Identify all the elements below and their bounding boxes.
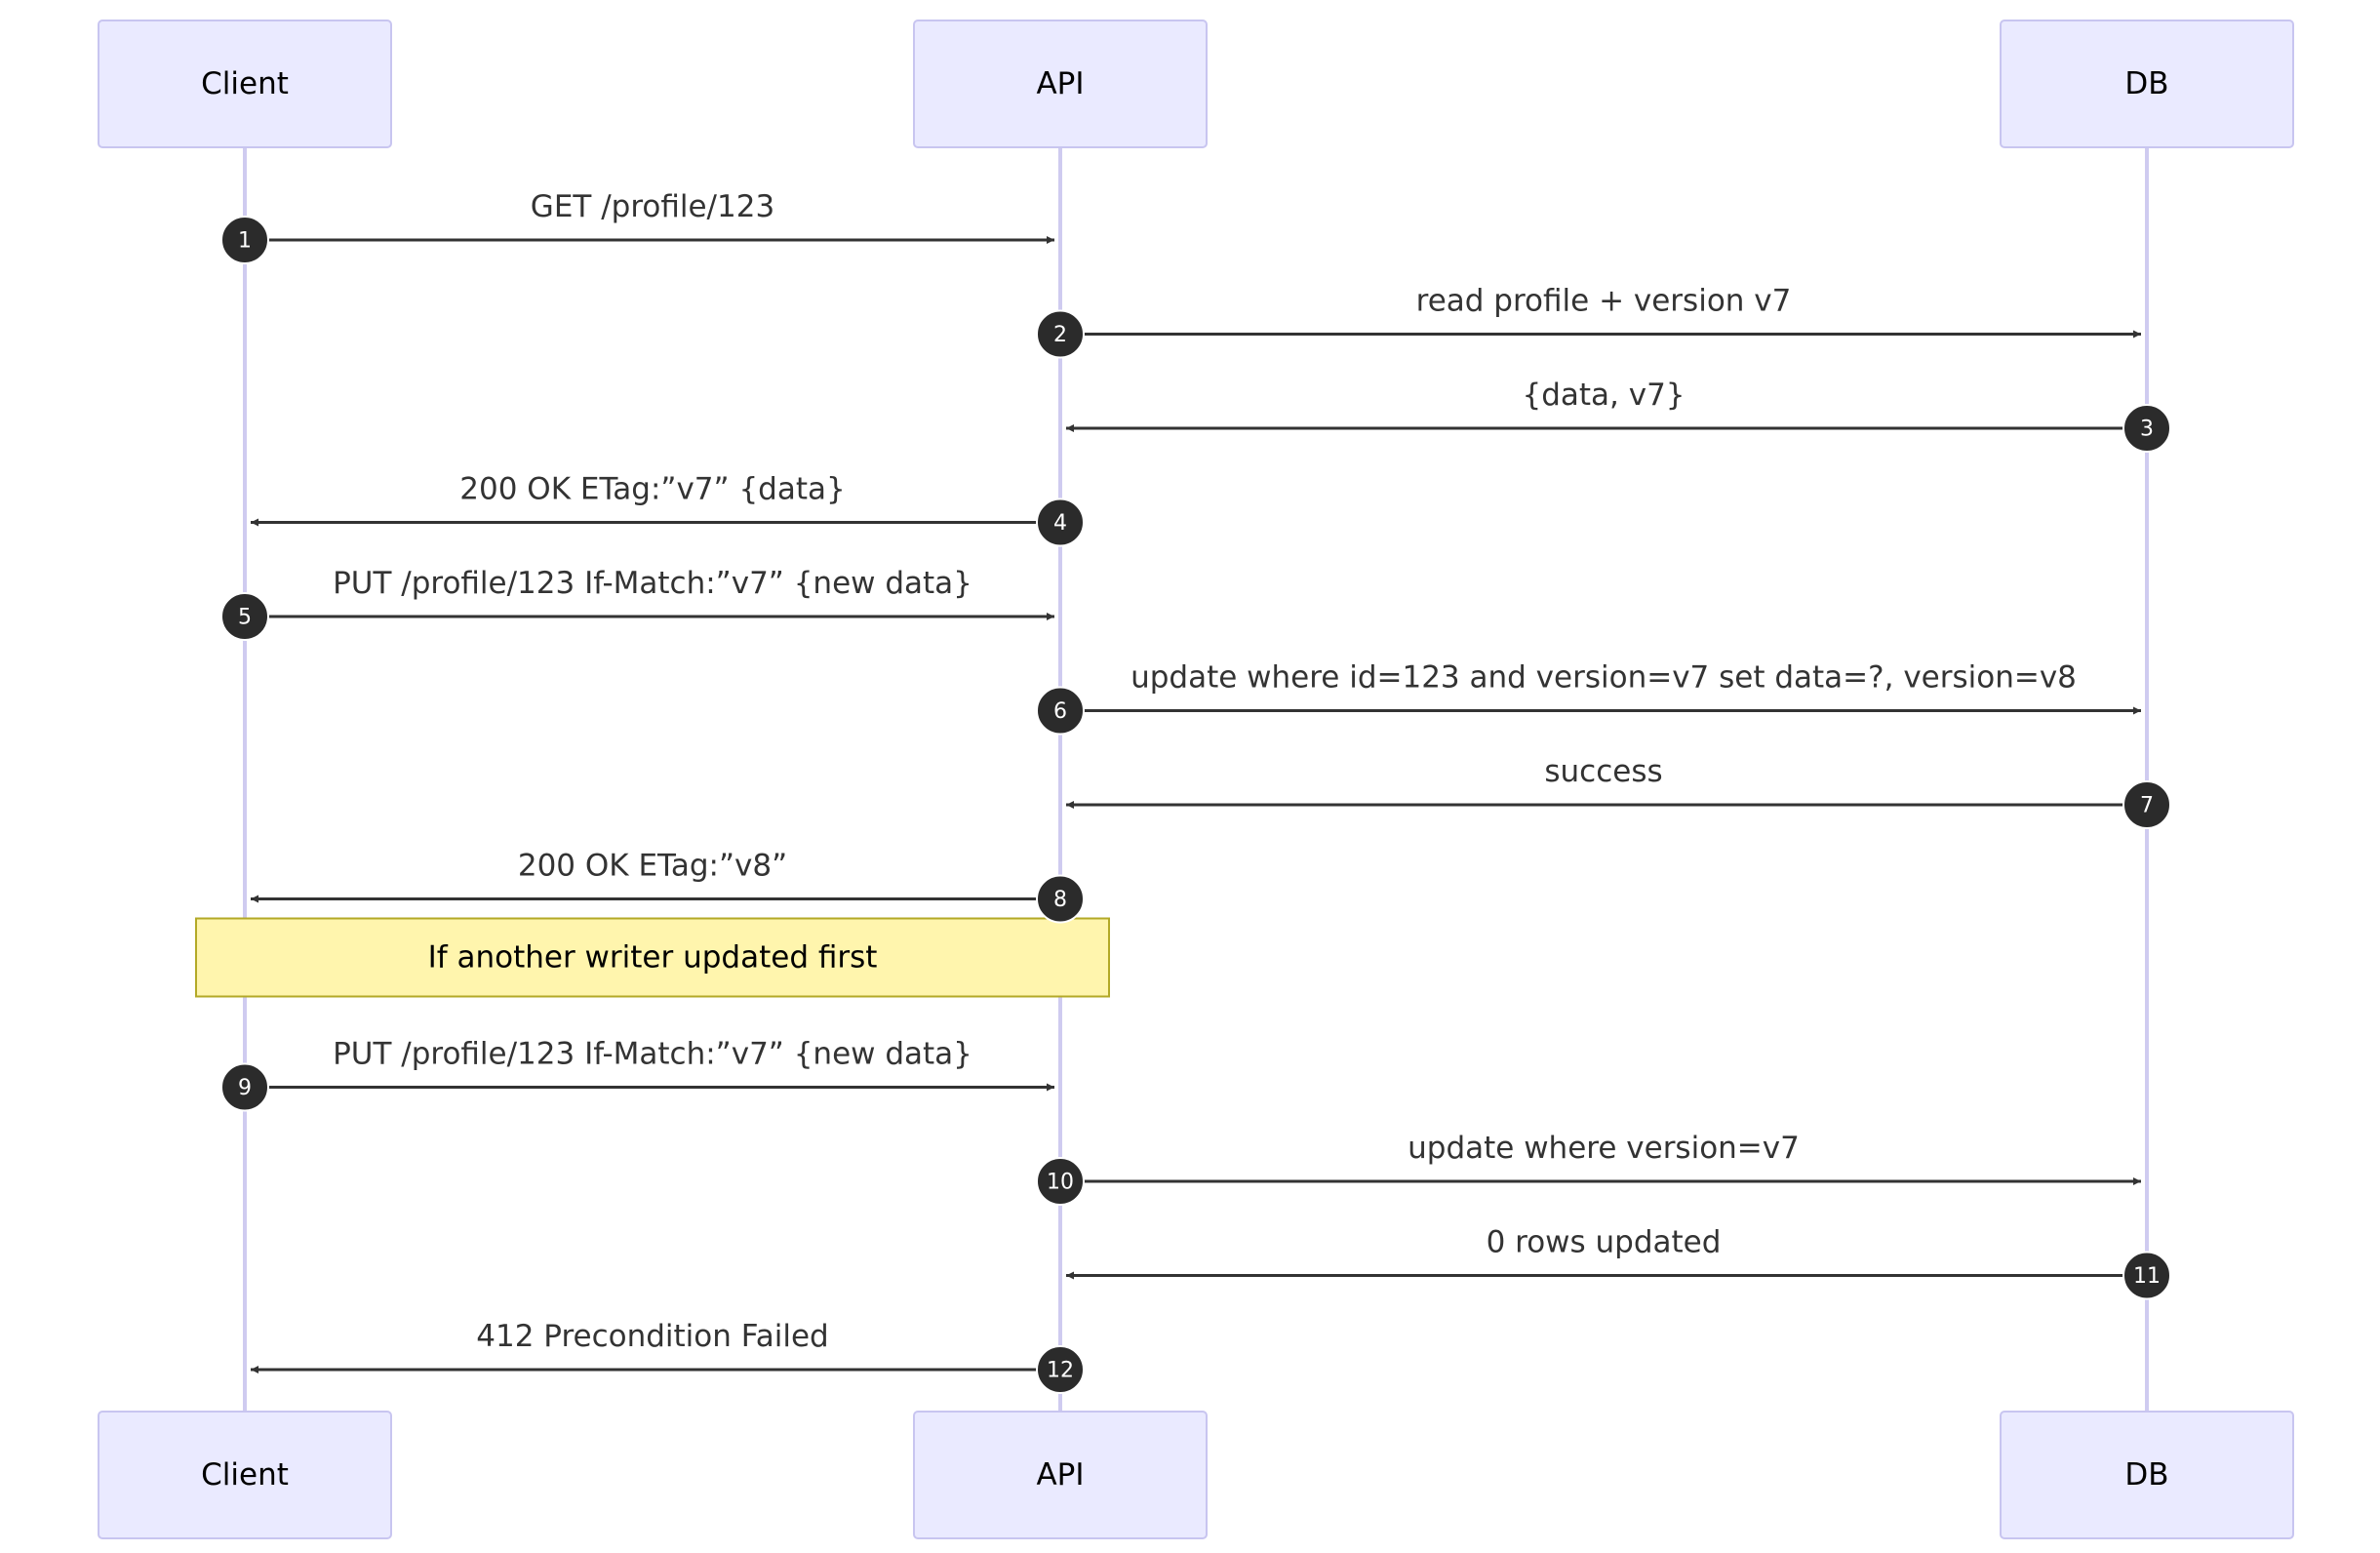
- message-2: read profile + version v7 2: [1036, 284, 2141, 359]
- message-label: update where version=v7: [1408, 1131, 1800, 1166]
- actor-client-top: Client: [98, 20, 392, 148]
- message-label: update where id=123 and version=v7 set d…: [1130, 660, 2077, 696]
- sequence-number-badge: [1036, 309, 1085, 359]
- sequence-number-badge: [1036, 1157, 1085, 1206]
- sequence-number: 6: [1053, 699, 1067, 724]
- sequence-number: 2: [1053, 323, 1067, 347]
- sequence-number: 9: [238, 1076, 252, 1100]
- sequence-number: 4: [1053, 511, 1067, 536]
- message-label: read profile + version v7: [1416, 284, 1792, 319]
- actor-label: API: [1036, 66, 1084, 101]
- message-label: success: [1544, 754, 1662, 789]
- message-label: 200 OK ETag:”v8”: [518, 849, 787, 884]
- sequence-number-badge: [1036, 686, 1085, 736]
- actor-api-top: API: [913, 20, 1208, 148]
- message-label: {data, v7}: [1522, 378, 1685, 413]
- sequence-number-badge: [2122, 780, 2171, 829]
- actor-label: Client: [201, 1457, 289, 1493]
- sequence-number-badge: [1036, 1345, 1085, 1394]
- lifelines: [243, 147, 2149, 1412]
- message-6: update where id=123 and version=v7 set d…: [1036, 660, 2141, 736]
- message-label: PUT /profile/123 If-Match:”v7” {new data…: [333, 566, 972, 601]
- message-12: 412 Precondition Failed 12: [251, 1319, 1085, 1394]
- sequence-number-badge: [2122, 404, 2171, 453]
- sequence-number-badge: [2122, 1251, 2171, 1300]
- actor-label: DB: [2124, 1457, 2168, 1493]
- message-7: success 7: [1066, 754, 2171, 829]
- actor-box: [98, 20, 392, 148]
- message-label: PUT /profile/123 If-Match:”v7” {new data…: [333, 1037, 972, 1072]
- sequence-number-badge: [220, 1062, 269, 1112]
- sequence-number: 3: [2140, 418, 2154, 442]
- sequence-number: 1: [238, 229, 252, 254]
- sequence-number: 5: [238, 606, 252, 630]
- sequence-number: 7: [2140, 794, 2154, 818]
- actor-box: [98, 1411, 392, 1539]
- sequence-number-badge: [220, 592, 269, 641]
- message-1: GET /profile/123 1: [220, 189, 1054, 264]
- message-label: 200 OK ETag:”v7” {data}: [459, 472, 845, 507]
- actor-client-bottom: Client: [98, 1411, 392, 1539]
- message-4: 200 OK ETag:”v7” {data} 4: [251, 472, 1085, 547]
- message-9: PUT /profile/123 If-Match:”v7” {new data…: [220, 1037, 1054, 1112]
- message-label: 0 rows updated: [1487, 1225, 1722, 1260]
- messages: GET /profile/123 1 read profile + version …: [220, 189, 2171, 1394]
- sequence-number-badge: [1036, 498, 1085, 547]
- actor-box: [913, 1411, 1208, 1539]
- sequence-number: 10: [1047, 1171, 1074, 1195]
- message-5: PUT /profile/123 If-Match:”v7” {new data…: [220, 566, 1054, 641]
- note-label: If another writer updated first: [428, 940, 878, 976]
- actor-box: [2000, 1411, 2294, 1539]
- message-8: 200 OK ETag:”v8” 8: [251, 849, 1085, 924]
- actor-box: [2000, 20, 2294, 148]
- message-10: update where version=v7 10: [1036, 1131, 2141, 1206]
- message-label: GET /profile/123: [531, 189, 774, 224]
- actor-label: DB: [2124, 66, 2168, 101]
- actor-box: [913, 20, 1208, 148]
- note: If another writer updated first: [195, 917, 1110, 998]
- actor-label: Client: [201, 66, 289, 101]
- actor-api-bottom: API: [913, 1411, 1208, 1539]
- sequence-number: 11: [2133, 1264, 2161, 1289]
- sequence-number: 12: [1047, 1359, 1074, 1383]
- actor-db-top: DB: [2000, 20, 2294, 148]
- sequence-number-badge: [220, 216, 269, 264]
- notes: If another writer updated first: [195, 917, 1110, 998]
- note-box: [195, 917, 1110, 998]
- message-3: {data, v7} 3: [1066, 378, 2171, 453]
- message-11: 0 rows updated 11: [1066, 1225, 2171, 1300]
- actor-label: API: [1036, 1457, 1084, 1493]
- sequence-number-badge: [1036, 874, 1085, 924]
- sequence-number: 8: [1053, 888, 1067, 912]
- message-label: 412 Precondition Failed: [476, 1319, 828, 1354]
- actor-db-bottom: DB: [2000, 1411, 2294, 1539]
